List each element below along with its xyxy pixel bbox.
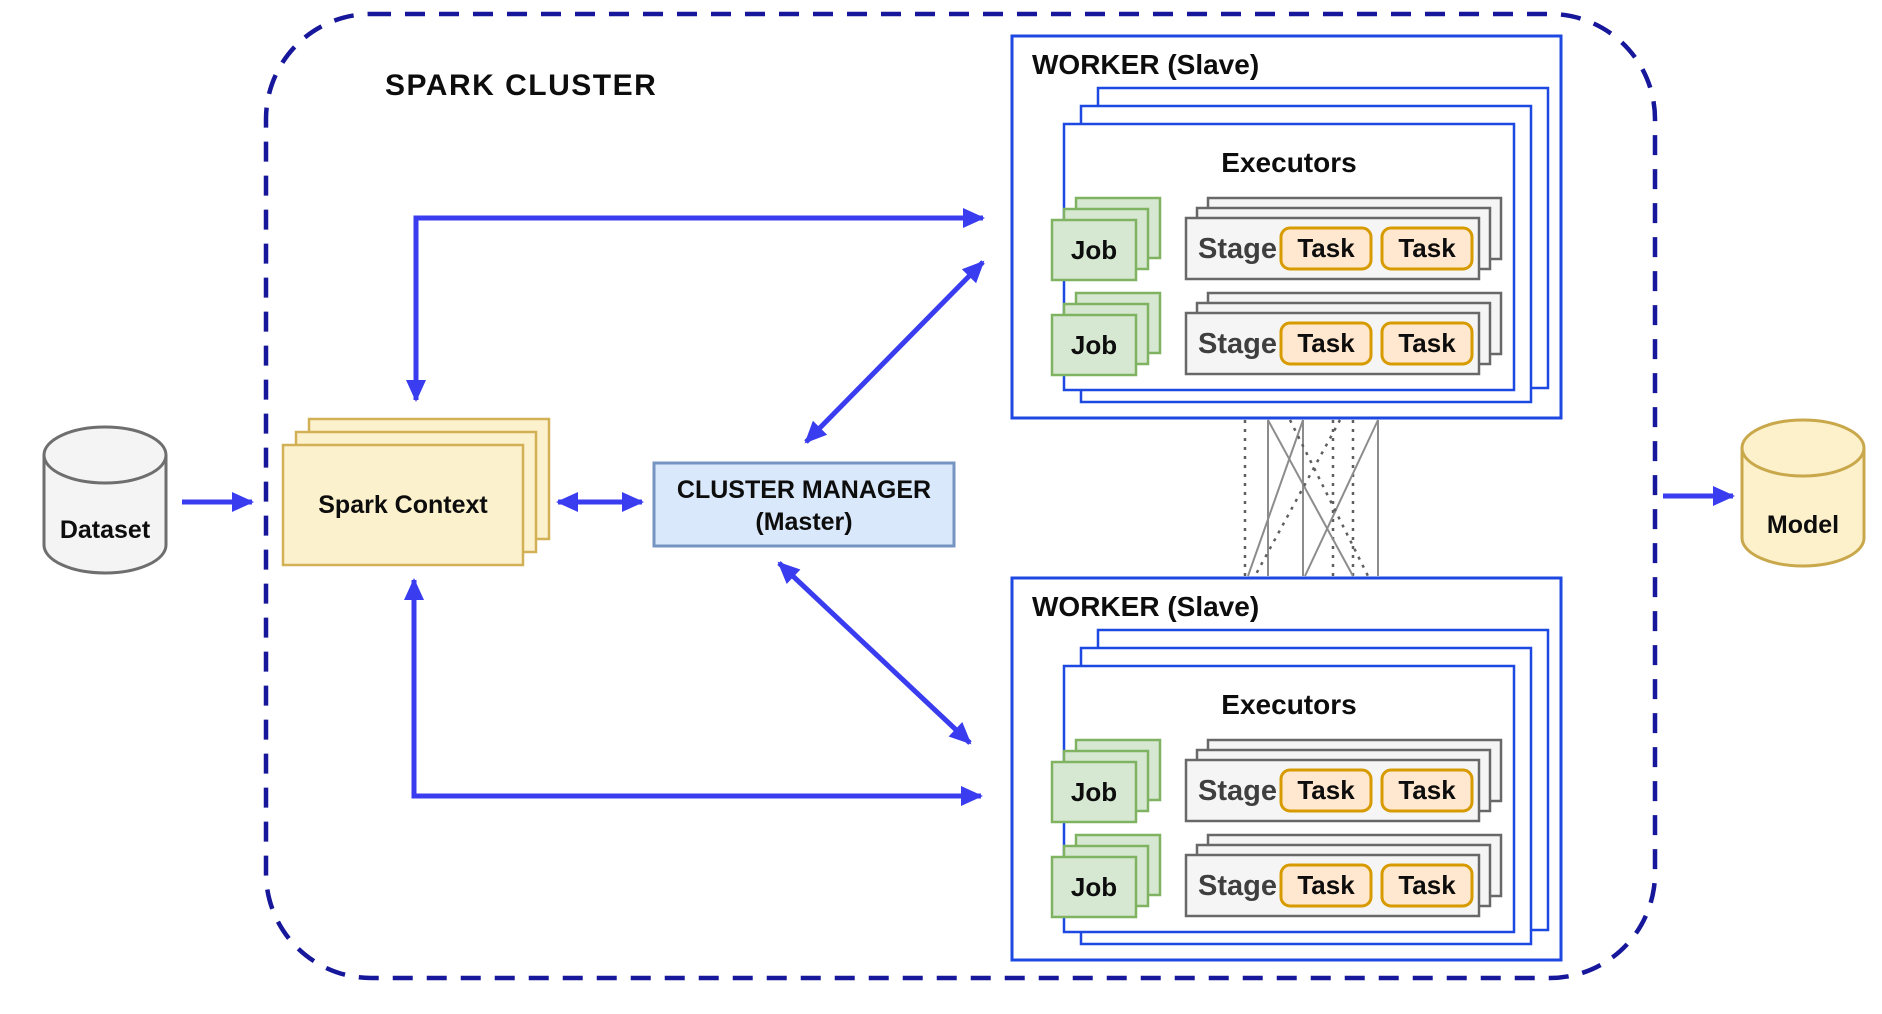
model-label: Model <box>1767 511 1839 539</box>
executor-row-1: Job Stage Task Task <box>1050 196 1503 282</box>
job-card-front <box>1050 218 1138 282</box>
dataset-label: Dataset <box>60 516 151 544</box>
model-node: Model <box>1740 418 1866 568</box>
spark-context-label: Spark Context <box>318 491 488 519</box>
cluster-manager-label-line1: CLUSTER MANAGER <box>677 476 931 504</box>
model-cylinder-top <box>1740 418 1866 478</box>
stage-label: Stage <box>1198 775 1277 807</box>
stage-label: Stage <box>1198 233 1277 265</box>
task-chip <box>1279 768 1373 813</box>
task-label: Task <box>1398 233 1456 263</box>
job-card-front <box>1050 855 1138 919</box>
job-card-front <box>1050 313 1138 377</box>
executor-row-1: Job Stage Task Task <box>1050 738 1503 824</box>
task-chip <box>1279 226 1373 271</box>
arrow-clustermanager-worker1 <box>804 260 985 444</box>
task-chip <box>1380 863 1474 908</box>
task-label: Task <box>1398 870 1456 900</box>
dataset-cylinder-top <box>42 425 168 485</box>
arrow-sparkcontext-worker2 <box>404 578 983 806</box>
spark-context-card-front <box>281 443 525 567</box>
task-label: Task <box>1297 328 1355 358</box>
worker-label: WORKER (Slave) <box>1032 591 1259 622</box>
stage-label: Stage <box>1198 870 1277 902</box>
executor-row-2: Job Stage Task Task <box>1050 291 1503 377</box>
task-chip <box>1380 768 1474 813</box>
job-label: Job <box>1071 777 1117 807</box>
worker-2: WORKER (Slave) Executors Job Stage Task … <box>1010 576 1563 962</box>
arrow-sparkcontext-worker1 <box>406 208 985 402</box>
stage-label: Stage <box>1198 328 1277 360</box>
cluster-manager-node: CLUSTER MANAGER (Master) <box>652 461 956 548</box>
task-label: Task <box>1297 775 1355 805</box>
task-label: Task <box>1297 870 1355 900</box>
spark-context-node: Spark Context <box>281 417 551 567</box>
executors-label: Executors <box>1221 689 1356 720</box>
model-cylinder-icon <box>1740 448 1866 568</box>
job-label: Job <box>1071 330 1117 360</box>
task-label: Task <box>1398 775 1456 805</box>
dataset-node: Dataset <box>42 425 168 575</box>
job-label: Job <box>1071 872 1117 902</box>
task-chip <box>1380 226 1474 271</box>
task-chip <box>1279 863 1373 908</box>
job-label: Job <box>1071 235 1117 265</box>
shuffle-lines <box>1243 419 1379 577</box>
dataset-cylinder-icon <box>42 455 168 575</box>
cluster-manager-box <box>652 461 956 548</box>
cluster-manager-label-line2: (Master) <box>755 508 852 536</box>
job-card-front <box>1050 760 1138 824</box>
task-chip <box>1279 321 1373 366</box>
cluster-title: SPARK CLUSTER <box>385 69 657 102</box>
worker-label: WORKER (Slave) <box>1032 49 1259 80</box>
worker-1: WORKER (Slave) Executors Job Stage Task … <box>1010 34 1563 420</box>
spark-cluster-boundary <box>263 11 1658 981</box>
arrow-clustermanager-worker2 <box>777 561 972 745</box>
task-chip <box>1380 321 1474 366</box>
executor-row-2: Job Stage Task Task <box>1050 833 1503 919</box>
task-label: Task <box>1297 233 1355 263</box>
task-label: Task <box>1398 328 1456 358</box>
executors-label: Executors <box>1221 147 1356 178</box>
